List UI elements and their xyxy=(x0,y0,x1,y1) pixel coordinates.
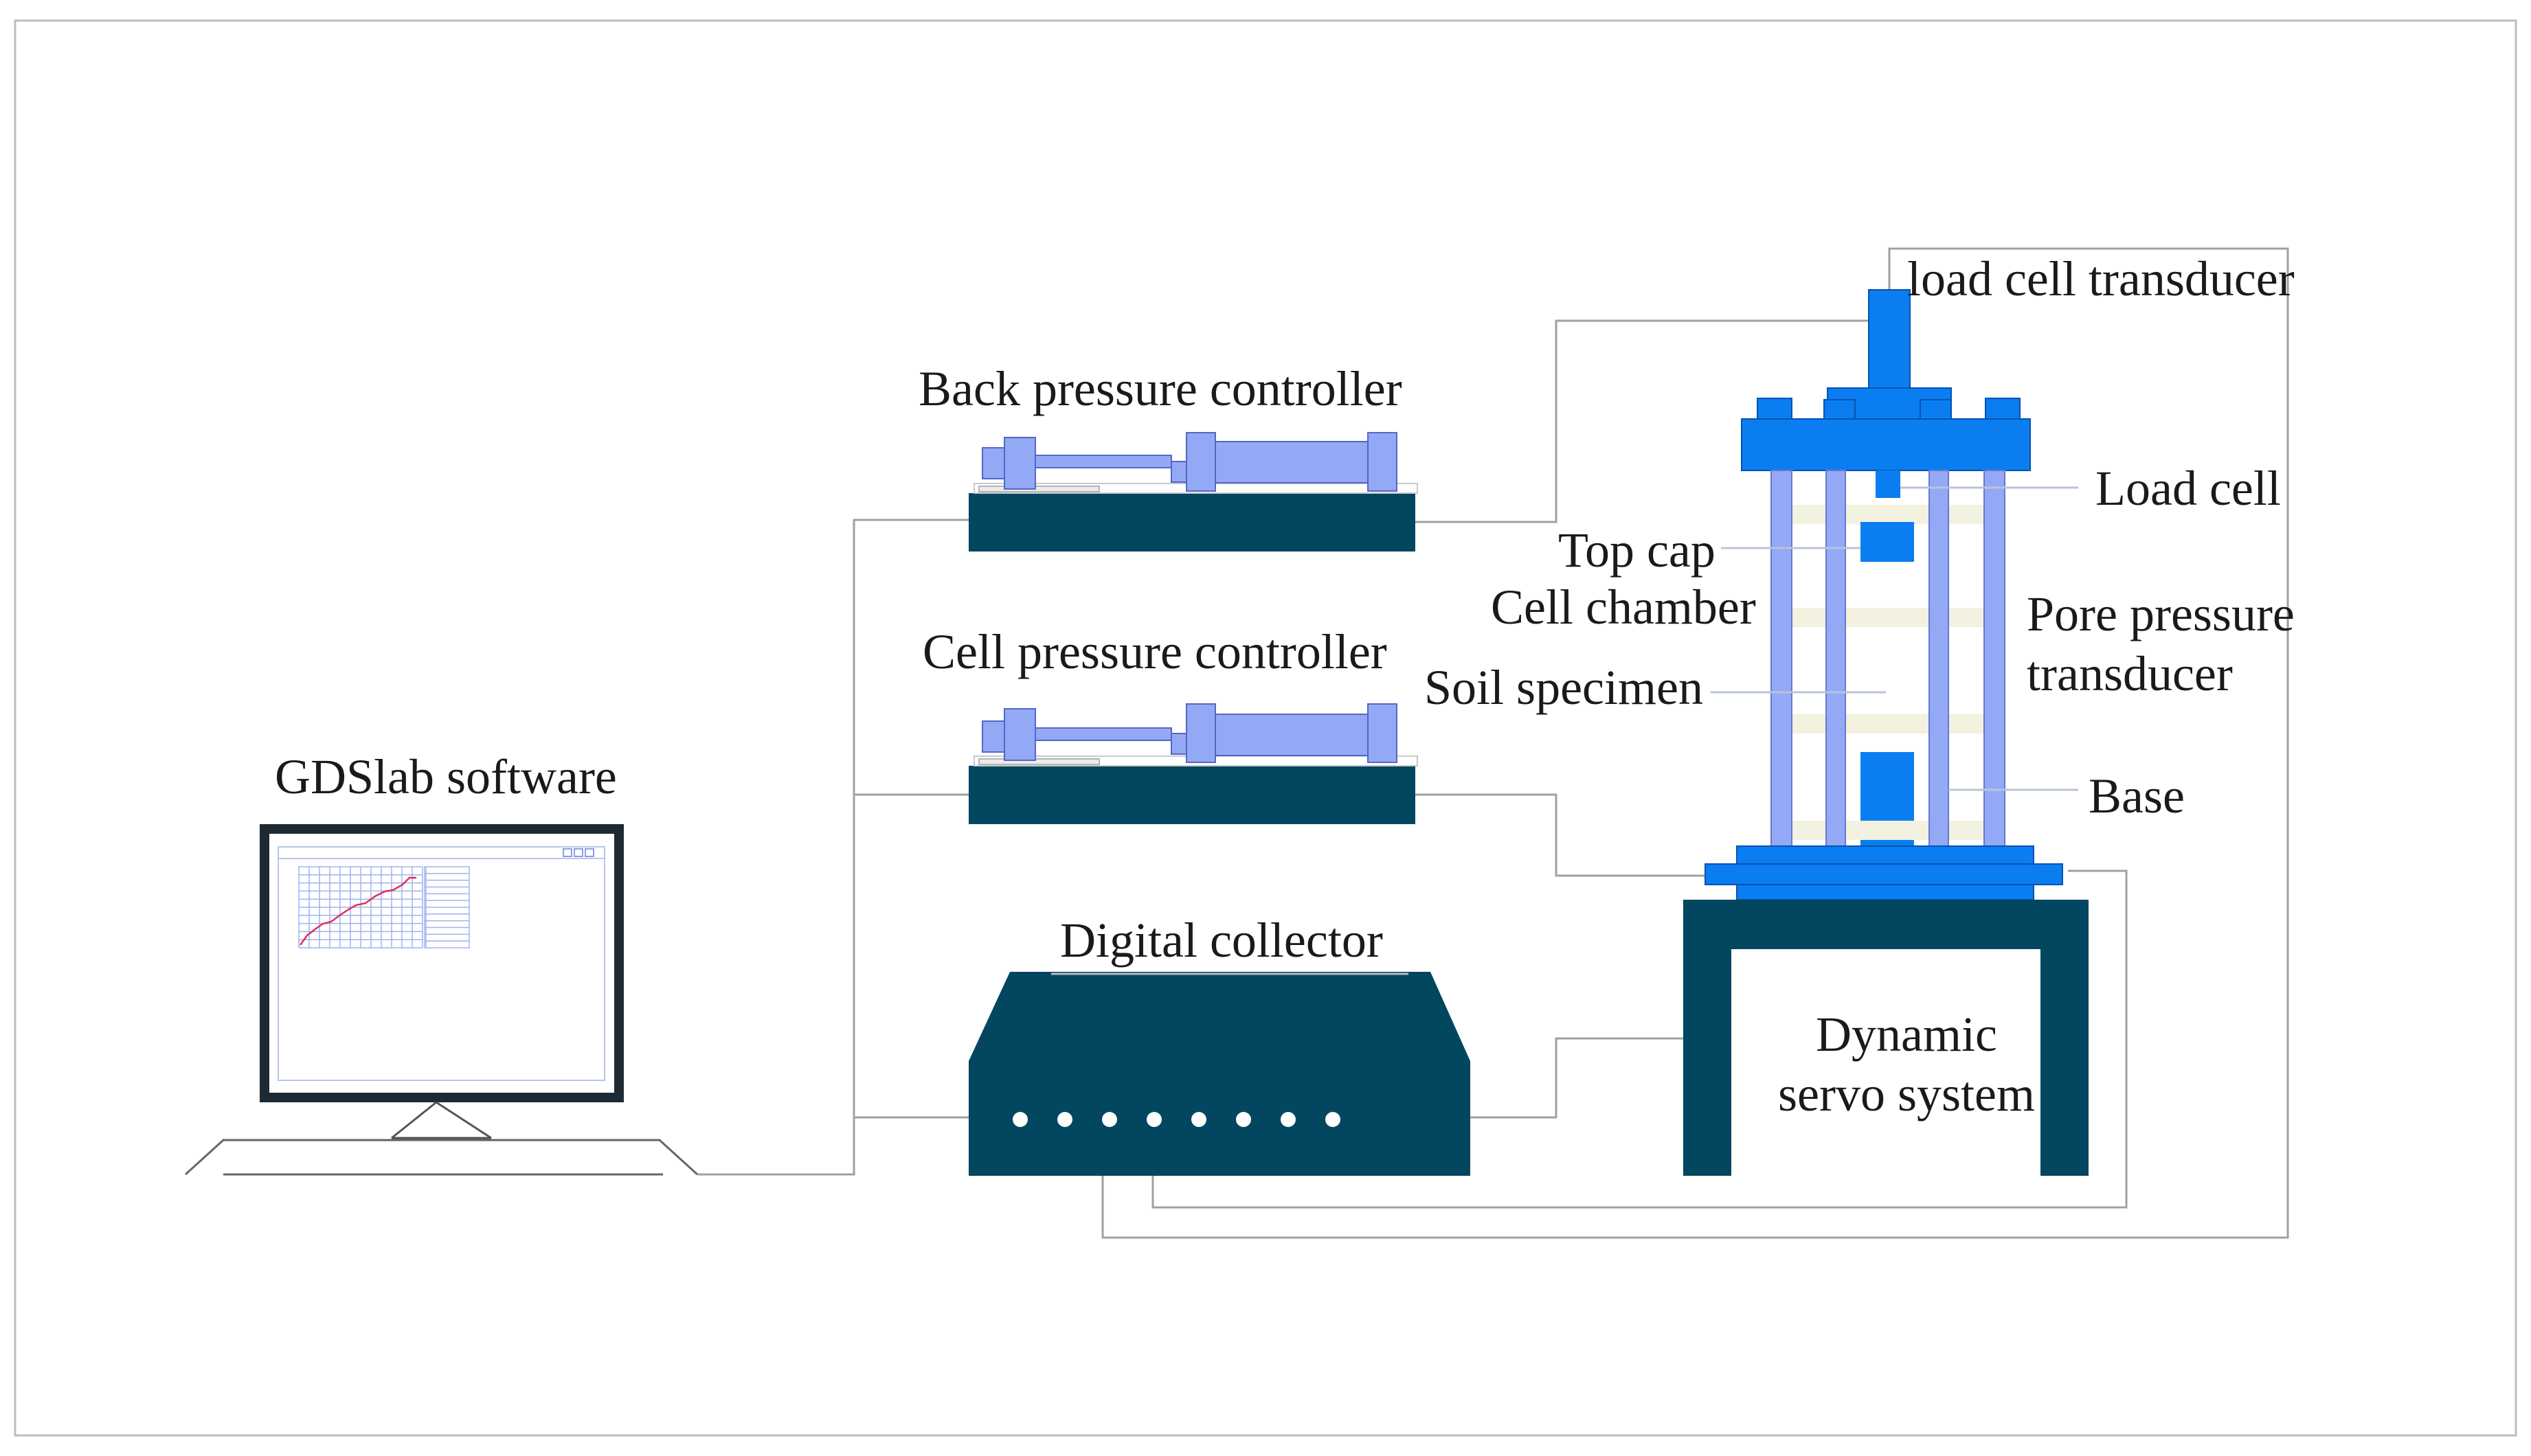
controller-base xyxy=(969,766,1415,824)
gdslab-software-label: GDSlab software xyxy=(275,749,617,804)
gdslab-computer xyxy=(184,824,699,1176)
collector-led xyxy=(1147,1112,1162,1127)
collector-led xyxy=(1191,1112,1206,1127)
load-cell-transducer-label: load cell transducer xyxy=(1907,251,2295,306)
pore-pressure-label-line2: transducer xyxy=(2027,646,2233,701)
top-cap xyxy=(1860,522,1914,562)
collector-led xyxy=(1236,1112,1251,1127)
cell-chamber-label: Cell chamber xyxy=(1491,580,1756,635)
dynamic-servo-frame xyxy=(1683,900,2089,1176)
software-window xyxy=(278,846,605,1081)
screen-chart-curve xyxy=(299,876,416,946)
collector-top xyxy=(969,972,1470,1061)
pore-pressure-label-line1: Pore pressure xyxy=(2027,587,2295,641)
base-label: Base xyxy=(2089,769,2185,823)
controller-base xyxy=(969,493,1415,551)
top-plate xyxy=(1741,418,2031,471)
cell-chamber-wall-right xyxy=(1983,470,2005,849)
collector-led xyxy=(1281,1112,1296,1127)
connection-wires xyxy=(697,247,2289,1239)
back-pressure-controller xyxy=(969,432,1418,551)
digital-collector xyxy=(969,972,1470,1176)
triaxial-cell xyxy=(1705,289,2063,900)
leader-lines xyxy=(1711,486,2078,791)
collector-led-row xyxy=(1013,1112,1340,1127)
load-cell xyxy=(1876,470,1900,498)
screen-chart-grid xyxy=(298,866,423,948)
top-cap-label: Top cap xyxy=(1558,523,1716,578)
screen-data-table xyxy=(424,866,470,948)
window-button-min xyxy=(563,848,572,857)
collector-front xyxy=(969,1061,1470,1176)
load-cell-label: Load cell xyxy=(2095,461,2281,516)
cell-pressure-controller-label: Cell pressure controller xyxy=(923,624,1387,679)
base-pedestal xyxy=(1860,752,1914,821)
keyboard xyxy=(184,1139,699,1176)
dynamic-servo-label-line1: Dynamic xyxy=(1816,1007,1997,1062)
monitor-screen xyxy=(269,834,614,1093)
back-pressure-controller-label: Back pressure controller xyxy=(919,361,1402,416)
figure-frame xyxy=(14,19,2517,1437)
soil-specimen-label: Soil specimen xyxy=(1424,660,1703,715)
collector-led xyxy=(1102,1112,1117,1127)
cell-pressure-controller xyxy=(969,703,1418,824)
window-button-max xyxy=(574,848,583,857)
cell-chamber-wall-left xyxy=(1770,470,1792,849)
collector-led xyxy=(1325,1112,1340,1127)
collector-led xyxy=(1057,1112,1072,1127)
digital-collector-label: Digital collector xyxy=(1060,913,1383,968)
dynamic-servo-label-line2: servo system xyxy=(1778,1067,2035,1122)
load-cell-transducer-rod xyxy=(1868,289,1911,396)
collector-led xyxy=(1013,1112,1028,1127)
window-button-close xyxy=(585,848,594,857)
